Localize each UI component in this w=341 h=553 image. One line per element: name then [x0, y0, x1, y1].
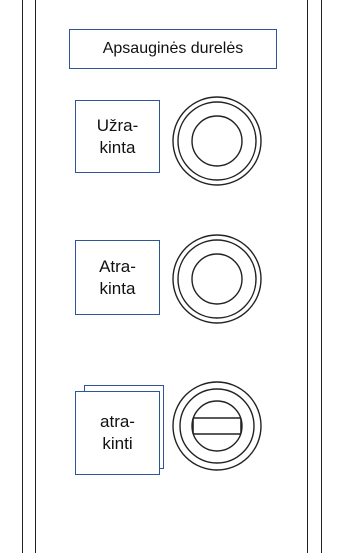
unlock-key-switch[interactable]	[172, 381, 262, 471]
key-switch-slot	[192, 417, 242, 435]
locked-label: Užra- kinta	[75, 100, 160, 173]
panel-left-outer-edge	[22, 0, 23, 553]
unlocked-pushbutton[interactable]	[172, 234, 262, 324]
unlocked-pushbutton-outer-ring	[172, 234, 262, 324]
key-switch-outer-ring	[172, 381, 262, 471]
key-switch-barrel	[191, 400, 243, 452]
locked-pushbutton-outer-ring	[172, 96, 262, 186]
panel-title: Apsauginės durelės	[69, 29, 277, 69]
unlocked-pushbutton-bezel	[177, 239, 257, 319]
panel-right-outer-edge	[321, 0, 322, 553]
unlock-label: atra- kinti	[75, 391, 160, 475]
locked-pushbutton-bezel	[177, 101, 257, 181]
locked-pushbutton-cap	[191, 115, 243, 167]
panel-left-inner-edge	[35, 0, 36, 553]
panel-right-inner-edge	[307, 0, 308, 553]
unlocked-pushbutton-cap	[191, 253, 243, 305]
key-switch-bezel	[179, 388, 255, 464]
unlocked-label: Atra- kinta	[75, 240, 160, 315]
locked-pushbutton[interactable]	[172, 96, 262, 186]
